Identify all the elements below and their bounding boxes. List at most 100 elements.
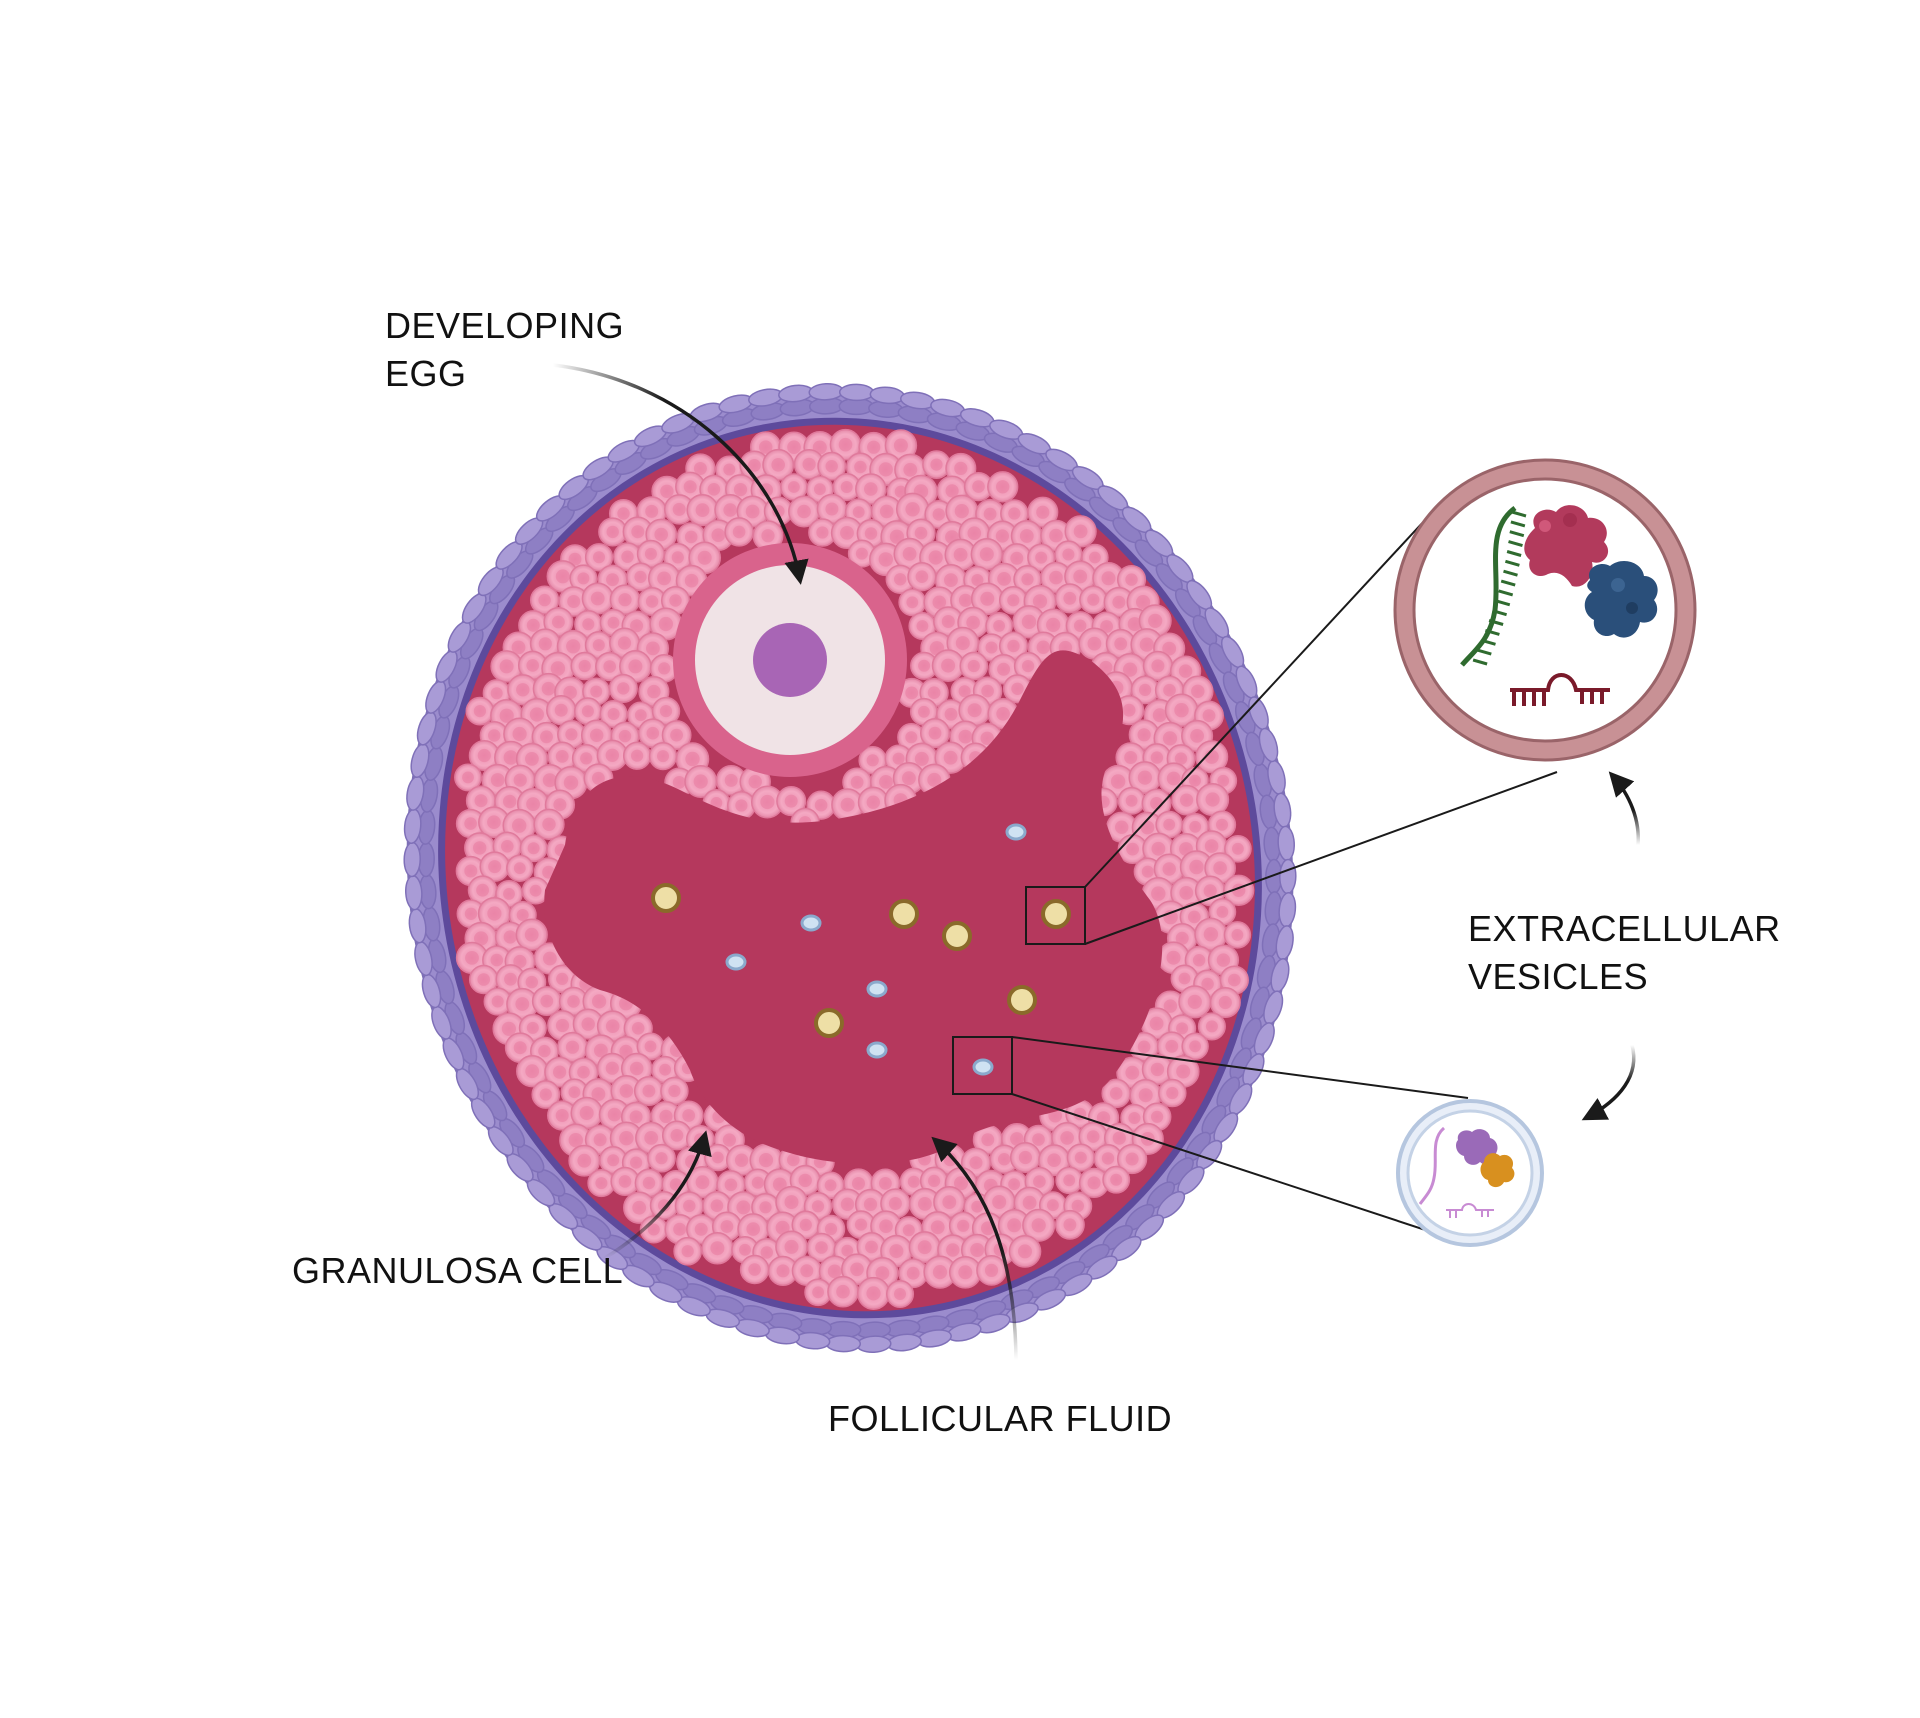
granulosa-cell-nucleus bbox=[902, 547, 917, 561]
granulosa-cell-nucleus bbox=[748, 459, 761, 472]
granulosa-cell-nucleus bbox=[958, 593, 973, 607]
granulosa-cell-nucleus bbox=[1216, 818, 1228, 831]
granulosa-cell-nucleus bbox=[555, 569, 570, 584]
granulosa-cell-nucleus bbox=[1176, 1022, 1189, 1035]
granulosa-cell-nucleus bbox=[787, 440, 801, 455]
granulosa-cell-nucleus bbox=[1203, 927, 1219, 942]
granulosa-cell-nucleus bbox=[745, 504, 760, 519]
granulosa-cell-nucleus bbox=[892, 752, 905, 765]
granulosa-cell-nucleus bbox=[568, 552, 582, 566]
granulosa-cell-nucleus bbox=[526, 797, 540, 811]
granulosa-cell-nucleus bbox=[1149, 1016, 1164, 1031]
granulosa-cell-nucleus bbox=[894, 573, 907, 586]
granulosa-cell-nucleus bbox=[555, 1109, 569, 1122]
granulosa-cell-nucleus bbox=[592, 771, 605, 785]
granulosa-cell-nucleus bbox=[1213, 861, 1227, 875]
granulosa-cell-nucleus bbox=[748, 1263, 761, 1276]
granulosa-cell-nucleus bbox=[1203, 884, 1217, 898]
granulosa-cell-nucleus bbox=[996, 480, 1010, 494]
granulosa-cell-nucleus bbox=[1110, 1173, 1123, 1186]
granulosa-cell-nucleus bbox=[1022, 660, 1035, 673]
granulosa-cell-nucleus bbox=[1202, 709, 1216, 722]
granulosa-cell-nucleus bbox=[771, 458, 785, 472]
granulosa-cell-layer bbox=[454, 428, 1255, 1310]
granulosa-cell-nucleus bbox=[1011, 682, 1024, 695]
granulosa-cell-nucleus bbox=[501, 840, 514, 853]
granulosa-cell-nucleus bbox=[969, 1156, 983, 1170]
granulosa-cell-nucleus bbox=[761, 529, 775, 543]
theca-cell bbox=[838, 383, 875, 402]
granulosa-cell-nucleus bbox=[1216, 953, 1231, 967]
protein-icon bbox=[1524, 505, 1609, 587]
granulosa-cell-nucleus bbox=[1062, 548, 1075, 561]
granulosa-cell-nucleus bbox=[864, 527, 878, 540]
granulosa-cell-nucleus bbox=[538, 637, 552, 651]
granulosa-cell-nucleus bbox=[855, 547, 868, 560]
granulosa-cell-nucleus bbox=[647, 1223, 660, 1236]
granulosa-cell-nucleus bbox=[825, 502, 839, 516]
granulosa-cell-nucleus bbox=[503, 750, 518, 765]
granulosa-cell-nucleus bbox=[1018, 1150, 1032, 1165]
granulosa-cell-nucleus bbox=[905, 502, 920, 517]
granulosa-cell-nucleus bbox=[1022, 1195, 1037, 1210]
granulosa-cell-nucleus bbox=[634, 709, 647, 722]
granulosa-cell-nucleus bbox=[526, 659, 539, 672]
granulosa-cell-nucleus bbox=[634, 570, 647, 584]
granulosa-cell-nucleus bbox=[866, 795, 880, 809]
granulosa-cell-nucleus bbox=[1112, 1131, 1126, 1145]
granulosa-cell-nucleus bbox=[578, 659, 591, 673]
granulosa-cell-nucleus bbox=[682, 1109, 696, 1122]
granulosa-cell-nucleus bbox=[645, 504, 659, 518]
granulosa-cell-nucleus bbox=[928, 726, 942, 740]
granulosa-cell-nucleus bbox=[659, 1109, 673, 1123]
granulosa-cell-nucleus bbox=[605, 1061, 619, 1075]
granulosa-cell-nucleus bbox=[746, 1222, 760, 1236]
granulosa-cell-nucleus bbox=[954, 504, 969, 519]
granulosa-cell-nucleus bbox=[524, 927, 539, 942]
granulosa-cell-nucleus bbox=[516, 909, 529, 921]
granulosa-cell-nucleus bbox=[840, 526, 854, 540]
arrow-ev-down bbox=[1581, 1043, 1636, 1121]
rna-hairpin-icon bbox=[1446, 1203, 1494, 1218]
granulosa-cell-nucleus bbox=[642, 1084, 656, 1098]
large-vesicle bbox=[889, 899, 919, 929]
granulosa-cell-nucleus bbox=[499, 659, 514, 674]
granulosa-cell-nucleus bbox=[1201, 977, 1214, 991]
granulosa-cell-nucleus bbox=[814, 483, 826, 496]
granulosa-cell-nucleus bbox=[618, 1175, 632, 1188]
granulosa-cell-nucleus bbox=[1125, 1065, 1140, 1080]
granulosa-cell-nucleus bbox=[644, 1040, 657, 1053]
granulosa-cell-nucleus bbox=[707, 483, 721, 496]
granulosa-cell-nucleus bbox=[577, 1065, 590, 1079]
granulosa-cell-nucleus bbox=[811, 1200, 825, 1213]
granulosa-cell-nucleus bbox=[918, 1197, 932, 1211]
dna-base-tick bbox=[1484, 628, 1500, 636]
granulosa-cell-nucleus bbox=[607, 1107, 622, 1122]
granulosa-cell-nucleus bbox=[1138, 1088, 1153, 1103]
granulosa-cell-nucleus bbox=[1174, 752, 1188, 765]
granulosa-cell-nucleus bbox=[1071, 1199, 1085, 1213]
granulosa-cell-nucleus bbox=[758, 1153, 774, 1168]
granulosa-cell-nucleus bbox=[1018, 1244, 1032, 1259]
granulosa-cell-nucleus bbox=[1205, 792, 1220, 807]
granulosa-cell-nucleus bbox=[798, 1173, 812, 1188]
granulosa-cell-nucleus bbox=[630, 1156, 643, 1169]
granulosa-cell-nucleus bbox=[889, 529, 905, 544]
granulosa-cell-nucleus bbox=[981, 684, 994, 698]
granulosa-cell-nucleus bbox=[526, 1021, 539, 1034]
label-extracellular-vesicles: EXTRACELLULAR VESICLES bbox=[1468, 905, 1781, 1001]
granulosa-cell-nucleus bbox=[905, 731, 918, 744]
granulosa-cell-nucleus bbox=[1123, 662, 1138, 677]
theca-cell bbox=[1258, 727, 1279, 763]
granulosa-cell-nucleus bbox=[554, 703, 568, 717]
granulosa-cell-nucleus bbox=[672, 776, 686, 789]
zoom-box-large-vesicle bbox=[1025, 886, 1086, 945]
granulosa-cell-nucleus bbox=[894, 485, 907, 498]
granulosa-cell-nucleus bbox=[983, 507, 997, 521]
dna-base-tick bbox=[1488, 619, 1504, 626]
granulosa-cell-nucleus bbox=[1192, 954, 1206, 967]
granulosa-cell-nucleus bbox=[683, 1199, 696, 1213]
protein-icon bbox=[1480, 1153, 1515, 1188]
pointer-arrows bbox=[551, 363, 1640, 1362]
granulosa-cell-nucleus bbox=[566, 639, 581, 654]
